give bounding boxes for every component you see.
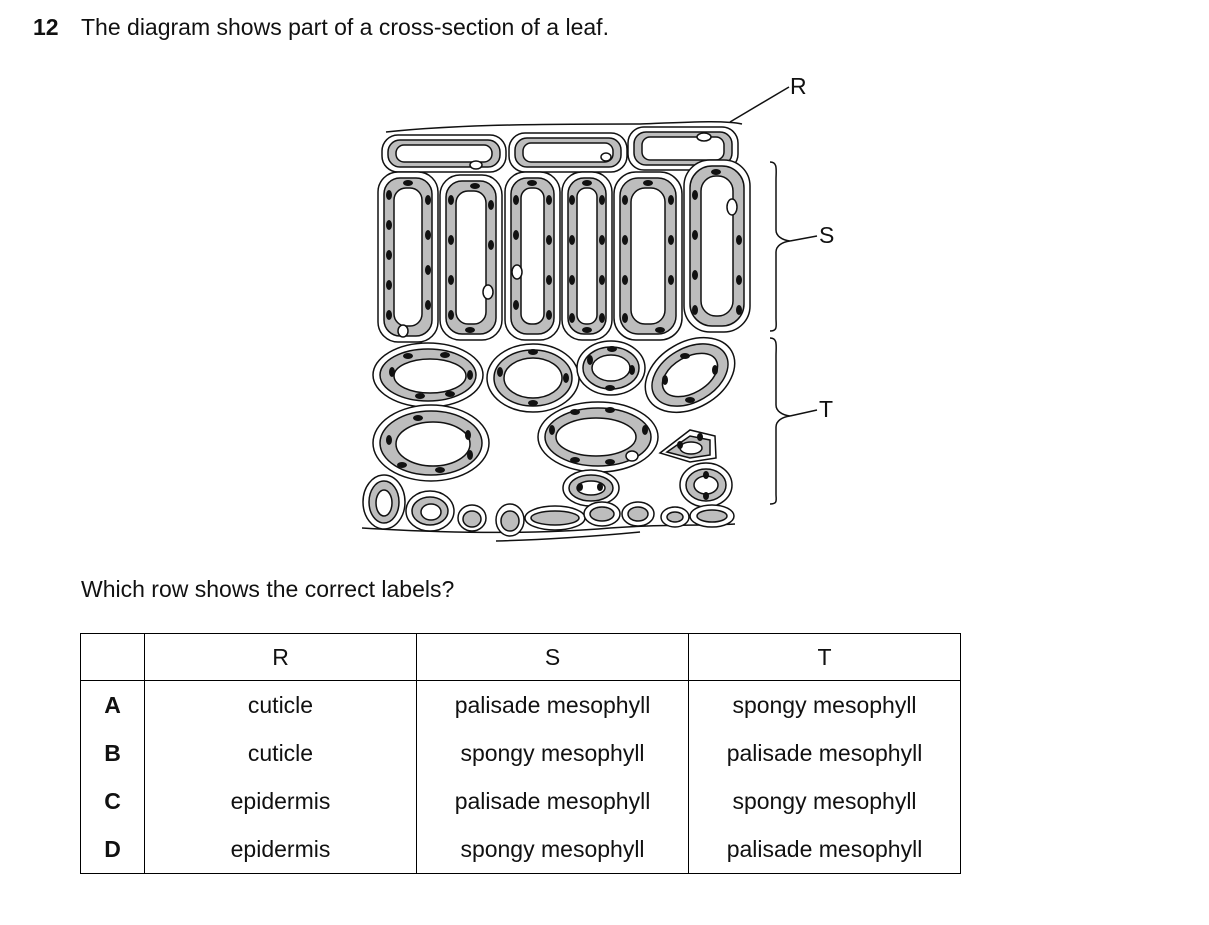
cell-t: palisade mesophyll [688,729,961,777]
label-t: T [819,396,833,422]
header-cell-r: R [144,633,417,681]
label-r-leader [729,86,790,123]
cell-s: spongy mesophyll [416,825,689,874]
cell-s: palisade mesophyll [416,680,689,729]
lower-epidermis [361,474,736,542]
header-cell-blank [80,633,145,681]
cell-t: palisade mesophyll [688,825,961,874]
palisade-chloroplasts [386,169,742,333]
table-header-row: R S T [80,633,961,681]
leaf-cross-section-diagram: R S T [361,73,834,542]
brace-t [769,337,791,505]
table-row-c[interactable]: C epidermis palisade mesophyll spongy me… [80,777,961,825]
spongy-chloroplasts [386,346,718,500]
cell-s: spongy mesophyll [416,729,689,777]
question-prompt: Which row shows the correct labels? [81,576,455,602]
option-letter[interactable]: A [80,680,145,729]
option-letter[interactable]: D [80,825,145,874]
label-r: R [790,73,807,99]
cell-s: palisade mesophyll [416,777,689,825]
upper-epidermis [381,126,739,173]
cell-r: epidermis [144,825,417,874]
question-number: 12 [33,14,59,40]
option-letter[interactable]: C [80,777,145,825]
brace-s [769,161,791,332]
spongy-layer [372,336,736,508]
table-row-b[interactable]: B cuticle spongy mesophyll palisade meso… [80,729,961,777]
table-row-d[interactable]: D epidermis spongy mesophyll palisade me… [80,825,961,874]
option-letter[interactable]: B [80,729,145,777]
header-cell-t: T [688,633,961,681]
question-stem: The diagram shows part of a cross-sectio… [81,14,609,40]
leaf-cells [361,86,818,542]
table-row-a[interactable]: A cuticle palisade mesophyll spongy meso… [80,680,961,729]
cell-r: cuticle [144,729,417,777]
header-cell-s: S [416,633,689,681]
cuticle-line [385,120,743,133]
cell-r: cuticle [144,680,417,729]
palisade-layer [377,159,751,343]
cell-t: spongy mesophyll [688,680,961,729]
cell-t: spongy mesophyll [688,777,961,825]
label-s: S [819,222,834,248]
cell-r: epidermis [144,777,417,825]
answer-table: R S T A cuticle palisade mesophyll spong… [80,633,961,874]
